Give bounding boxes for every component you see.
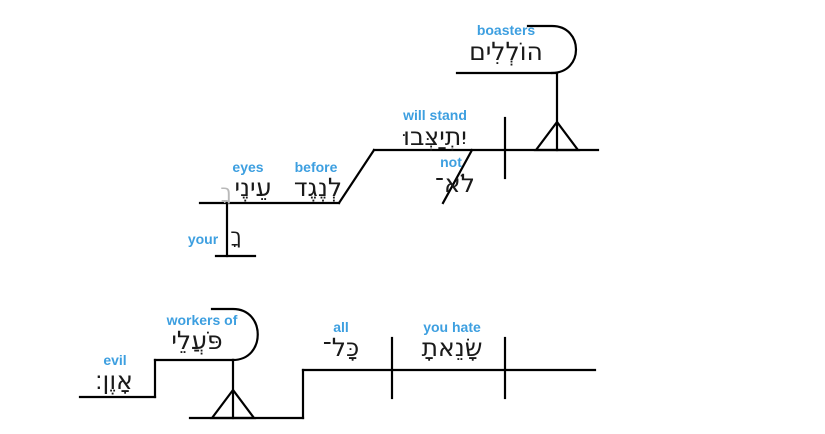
- hebrew-not: לֹא־: [435, 169, 475, 198]
- hebrew-before: לְנֶגֶד: [293, 173, 343, 202]
- gloss-will-stand: will stand: [403, 107, 467, 123]
- hebrew-eyes: עֵינֶי: [234, 173, 272, 202]
- hebrew-eyes-suffix-ghost: ךָ: [220, 180, 232, 204]
- hebrew-evil: אָוֶן׃: [95, 366, 133, 395]
- pp-slant-connector: [337, 148, 376, 205]
- boasters-arc: [526, 24, 577, 75]
- gloss-evil: evil: [103, 352, 127, 368]
- hebrew-you-hate: שָׂנֵאתָ: [421, 333, 483, 362]
- gloss-all: all: [333, 319, 349, 335]
- hebrew-boasters: הוֹלְלִים: [469, 37, 543, 66]
- hebrew-your: ךָ: [230, 224, 242, 248]
- gloss-before: before: [294, 159, 338, 175]
- gloss-workers-of: workers of: [166, 312, 238, 328]
- gloss-not: not: [440, 154, 462, 170]
- gloss-boasters: boasters: [476, 22, 536, 38]
- gloss-eyes: eyes: [232, 159, 264, 175]
- workers-of-arc: [210, 307, 259, 362]
- gloss-you-hate: you hate: [423, 319, 481, 335]
- not-slant-line: [441, 148, 474, 205]
- hebrew-all: כָּל־: [322, 333, 360, 362]
- gloss-your: your: [187, 231, 219, 247]
- hebrew-will-stand: יִתְיַצְּבוּ: [403, 122, 467, 151]
- hebrew-workers-of: פֹּעֲלֵי: [171, 326, 223, 355]
